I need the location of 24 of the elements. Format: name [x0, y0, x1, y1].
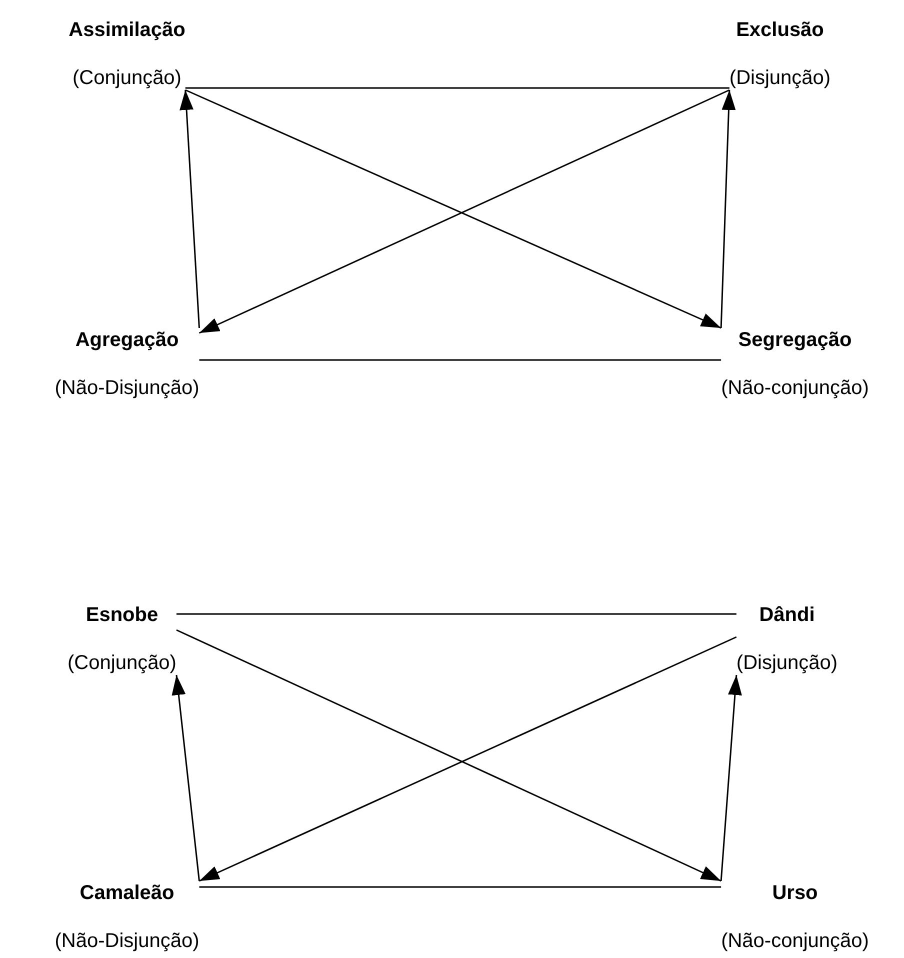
concept-subtitle: (Não-Disjunção): [54, 376, 200, 400]
arrow: [720, 674, 742, 882]
arrow: [180, 90, 200, 328]
concept-title: Exclusão: [736, 18, 824, 42]
arrow: [172, 674, 200, 882]
concept-title: Segregação: [738, 328, 852, 352]
connector-line: [199, 359, 722, 361]
concept-subtitle: (Não-conjunção): [721, 929, 869, 953]
concept-title: Urso: [772, 881, 818, 905]
connector-line: [176, 613, 736, 615]
concept-subtitle: (Disjunção): [736, 651, 838, 675]
concept-title: Agregação: [75, 328, 179, 352]
connector-line: [199, 886, 722, 888]
concept-title: Dândi: [759, 603, 815, 627]
concept-subtitle: (Disjunção): [729, 66, 831, 90]
concept-subtitle: (Não-conjunção): [721, 376, 869, 400]
concept-title: Esnobe: [86, 603, 158, 627]
arrow: [720, 90, 736, 328]
concept-subtitle: (Não-Disjunção): [54, 929, 200, 953]
concept-title: Assimilação: [68, 18, 186, 42]
connector-line: [185, 87, 730, 89]
concept-title: Camaleão: [80, 881, 174, 905]
concept-subtitle: (Conjunção): [72, 66, 182, 90]
concept-subtitle: (Conjunção): [68, 651, 176, 675]
